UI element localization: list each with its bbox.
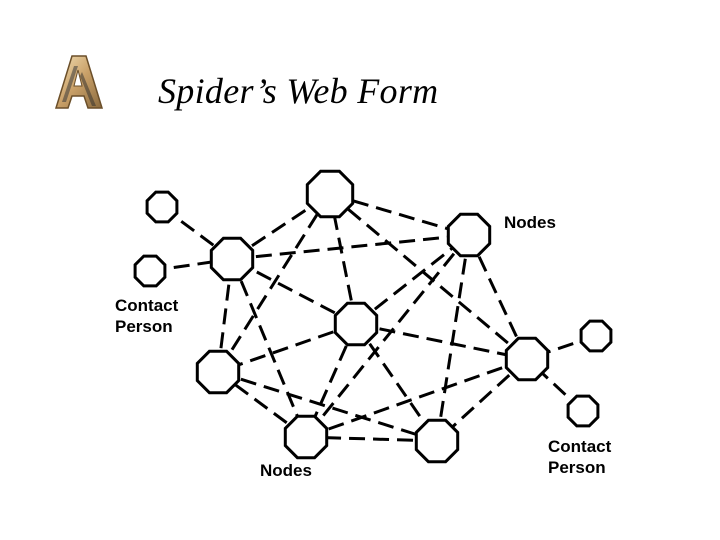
node-top [305,169,355,219]
edge [304,234,471,438]
label-nodes-bottom: Nodes [260,461,312,480]
node-top-right [446,212,492,258]
label-nodes-top: Nodes [504,213,556,232]
edge [217,370,438,443]
logo-icon [52,52,104,112]
contact-node-right-top [579,319,613,353]
edge [216,193,332,373]
edge [216,258,234,373]
edge [217,370,307,439]
contact-node-right-bottom [566,394,600,428]
label-contact-person-left: Contact Person [115,295,178,337]
label-line: Person [115,317,173,336]
edge [217,322,357,374]
label-line: Contact [548,437,612,456]
contact-node-left-bottom [133,254,167,288]
edge [230,258,308,438]
edge [305,357,528,439]
node-left-lower [195,349,241,395]
label-contact-person-right: Contact Person [548,436,611,478]
contact-node-left-top [145,190,179,224]
node-center [333,301,379,347]
edge [355,322,528,361]
edge [329,192,528,361]
node-left-upper [209,236,255,282]
node-bottom-left [283,414,329,460]
label-line: Contact [115,296,179,315]
edge [435,234,471,442]
label-line: Person [548,458,606,477]
edge [231,233,470,261]
node-right [504,336,550,382]
slide-title: Spider’s Web Form [158,71,439,111]
node-bottom-right [414,418,460,464]
